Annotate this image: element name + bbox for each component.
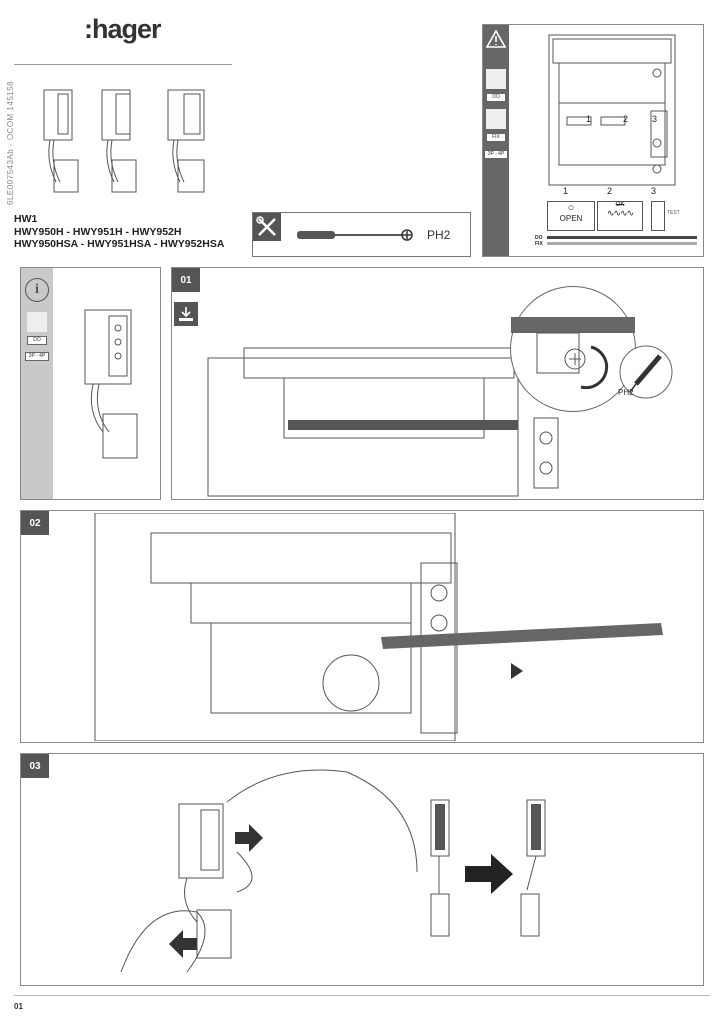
warning-icon	[485, 29, 507, 48]
cover-removal-illustration	[94, 513, 663, 741]
open-indicator: ○ OPEN	[547, 201, 595, 231]
aux-contact-detail	[84, 309, 138, 459]
callout-1: 1	[586, 114, 592, 124]
step-03-panel: 03	[20, 753, 704, 986]
step-01-tool-label: PH2	[618, 388, 634, 397]
open-circle-icon: ○	[567, 202, 575, 214]
legend-do-bar	[547, 236, 697, 239]
warning-strip: DO FIX 3P - 4P	[483, 25, 509, 256]
warning-panel: DO FIX 3P - 4P 1 2 3 1 2 3 ○ OPEN OK ∿∿∿…	[482, 24, 704, 257]
header-divider	[14, 64, 232, 65]
screwdriver-detail-icon	[619, 345, 673, 399]
step-01-number: 01	[172, 268, 200, 292]
info-icon: i	[25, 278, 49, 302]
product-line-1: HWY950H - HWY951H - HWY952H	[14, 225, 182, 238]
spring-discharged-icon: ∿∿∿∿	[606, 208, 634, 218]
legend-do: DO	[535, 235, 543, 241]
product-line-2: HWY950HSA - HWY951HSA - HWY952HSA	[14, 238, 225, 250]
callout-3: 3	[652, 114, 658, 124]
required-tool-box: PH2	[252, 212, 471, 257]
callout-2: 2	[623, 114, 629, 124]
aux-contact-1	[43, 89, 79, 193]
product-series: HW1	[14, 213, 38, 225]
brand-logo: :hager	[84, 14, 162, 44]
page-number: 01	[14, 1002, 23, 1011]
info-strip: i DO 3P - 4P	[21, 268, 53, 499]
badge-fix: FIX	[486, 133, 506, 142]
fixed-icon	[486, 109, 506, 129]
spring-indicator: OK ∿∿∿∿	[597, 201, 643, 231]
open-label: OPEN	[559, 214, 583, 223]
aux-contact-2	[101, 89, 137, 193]
legend-callout-2: 2	[607, 186, 613, 196]
legend-callout-3: 3	[651, 186, 657, 196]
screwdriver-icon	[297, 229, 413, 241]
screw-detail	[511, 317, 635, 390]
ok-label: OK	[615, 202, 625, 208]
auxiliary-contacts-illustration	[43, 89, 205, 193]
test-label: TEST	[667, 210, 680, 216]
step-03-number: 03	[21, 754, 49, 778]
connected-to-disconnected-diagram	[430, 799, 546, 937]
legend-fix: FIX	[535, 241, 543, 247]
document-reference-text: 6LE007543Ab - OCOM 145158	[6, 80, 15, 205]
footer-divider	[14, 995, 710, 996]
breaker-top-view-illustration	[207, 347, 559, 497]
tools-icon	[253, 213, 281, 241]
badge-poles: 3P - 4P	[484, 150, 508, 159]
breaker-front-diagram	[548, 34, 676, 186]
info-panel: i DO 3P - 4P	[20, 267, 161, 500]
remove-cover-icon	[174, 302, 198, 326]
drawout-icon	[486, 69, 506, 89]
aux-contact-3	[167, 89, 205, 193]
step-02-number: 02	[21, 511, 49, 535]
trip-indicator	[651, 201, 665, 231]
drawout-icon	[27, 312, 47, 332]
badge-do: DO	[486, 93, 506, 102]
hands-disconnect-illustration	[120, 769, 418, 973]
legend-fix-bar	[547, 242, 697, 245]
badge-poles: 3P - 4P	[25, 352, 49, 361]
product-reference-block: HW1 HWY950H - HWY951H - HWY952H HWY950HS…	[14, 213, 224, 251]
legend-callout-1: 1	[563, 186, 569, 196]
badge-do: DO	[27, 336, 47, 345]
tool-size-label: PH2	[427, 228, 451, 242]
step-02-panel: 02	[20, 510, 704, 743]
step-01-panel: 01 PH2	[171, 267, 704, 500]
document-reference: 6LE007543Ab - OCOM 145158	[4, 75, 20, 205]
